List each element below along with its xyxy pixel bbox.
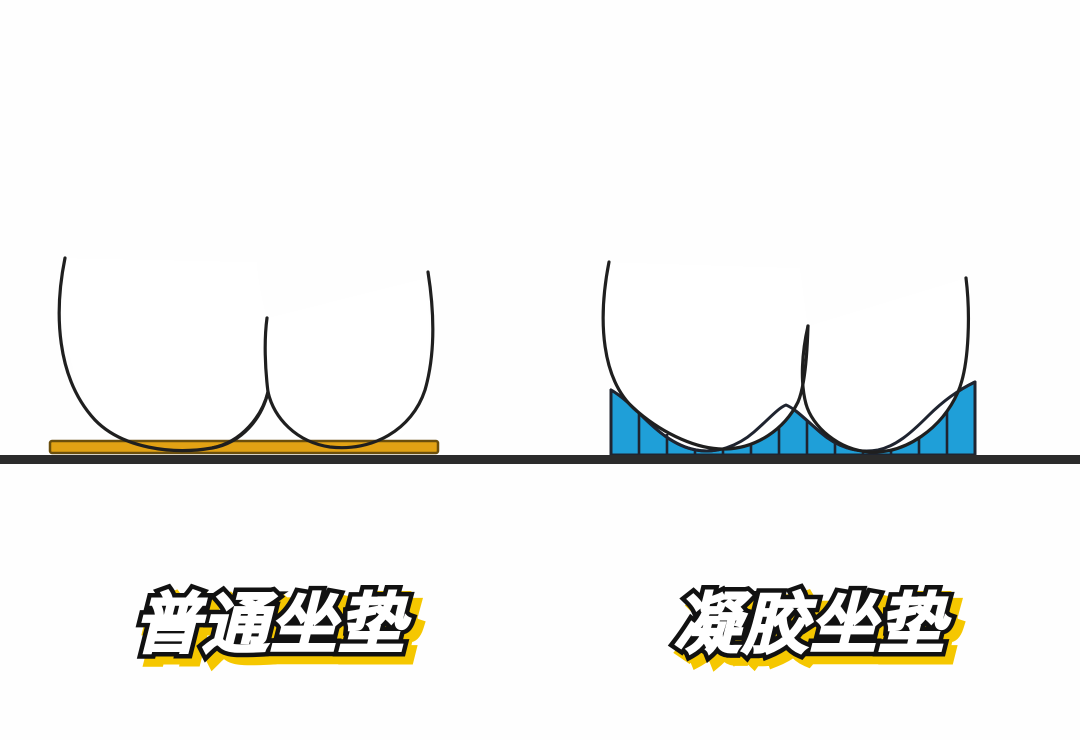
regular-cushion-group	[48, 256, 440, 455]
regular-foam-cushion	[48, 439, 440, 455]
regular-left-buttock-contact	[210, 390, 270, 450]
ground-line	[0, 455, 1080, 464]
regular-body-fills	[63, 258, 430, 452]
gel-body-fills	[603, 262, 970, 452]
gel-cushion-top-contour	[609, 380, 977, 453]
gel-cleft-line	[800, 324, 810, 406]
regular-cleft-line	[263, 316, 270, 394]
gel-cushion-group	[601, 260, 977, 457]
gel-right-buttock-outline	[804, 276, 970, 454]
regular-right-buttock-outline	[266, 270, 435, 450]
gel-left-buttock-outline	[601, 260, 810, 451]
